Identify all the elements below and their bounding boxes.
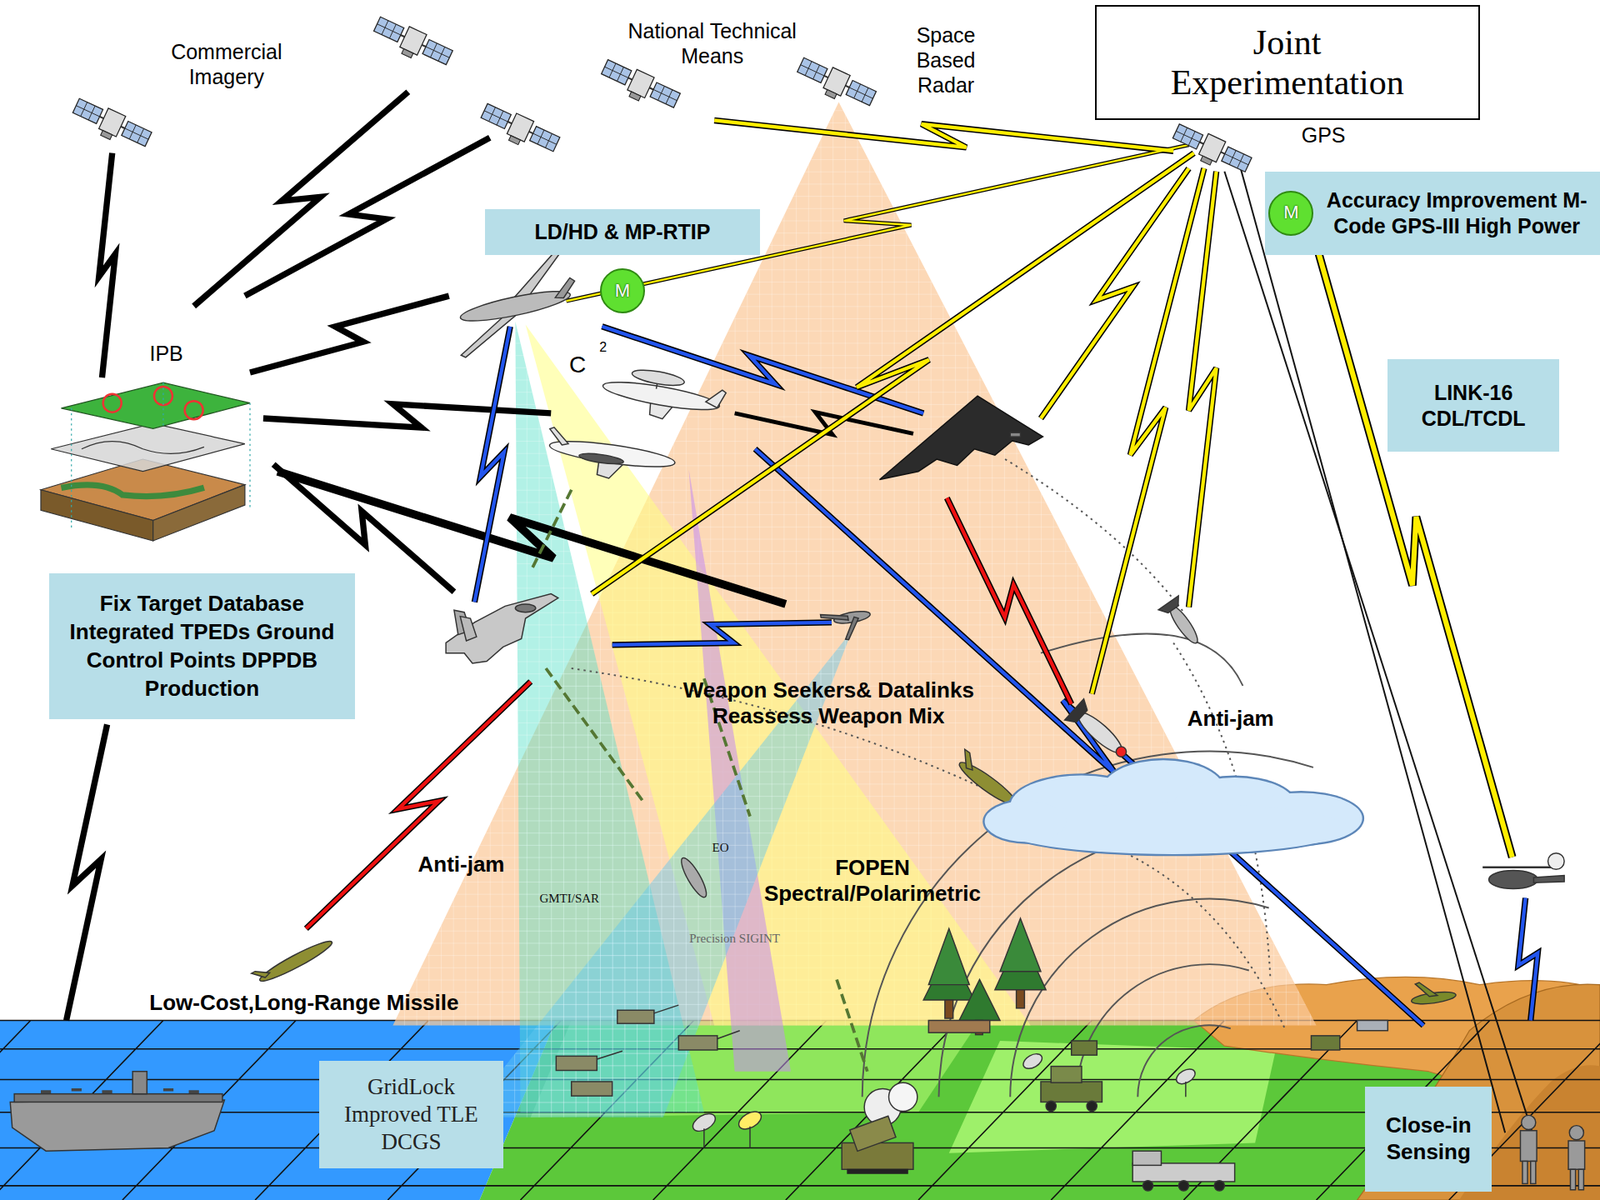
milestone-circle: M <box>1268 190 1314 236</box>
capability-note: Weapon Seekers& Datalinks Reassess Weapo… <box>640 677 1016 730</box>
callout-box: Accuracy Improvement M-Code GPS-III High… <box>1265 171 1600 255</box>
milestone-circle: M <box>600 268 645 314</box>
node-text: LINK-16 CDL/TCDL <box>1395 380 1551 431</box>
ipb-map-layers <box>40 382 250 541</box>
emission-arcs <box>571 459 1314 1097</box>
gps-lines <box>1224 165 1535 1143</box>
sensor-label: EO <box>711 840 729 855</box>
node-text: Close-in Sensing <box>1373 1112 1484 1165</box>
munitions <box>251 595 1207 988</box>
aircraft-label: C <box>569 350 586 380</box>
node-text: Accuracy Improvement M-Code GPS-III High… <box>1318 187 1595 239</box>
callout-box: Fix Target Database Integrated TPEDs Gro… <box>49 573 355 720</box>
map-label: IPB <box>149 340 183 366</box>
callout-box: LINK-16 CDL/TCDL <box>1387 359 1560 452</box>
node-text: GridLock Improved TLE DCGS <box>327 1073 495 1156</box>
capability-note: FOPEN Spectral/Polarimetric <box>735 855 1010 907</box>
satellite-label: Space Based Radar <box>904 22 988 98</box>
capability-note: Low-Cost,Long-Range Missile <box>149 990 459 1016</box>
sensor-label: GMTI/SAR <box>539 890 600 906</box>
aircraft <box>444 248 1565 1007</box>
satellite-label: National Technical Means <box>620 18 805 69</box>
node-text: M <box>1283 201 1299 225</box>
satellite-label: GPS <box>1301 122 1346 148</box>
callout-box: GridLock Improved TLE DCGS <box>319 1060 503 1169</box>
node-text: LD/HD & MP-RTIP <box>534 219 710 245</box>
satellites <box>69 13 1254 180</box>
satellite-label: Commercial Imagery <box>164 39 290 90</box>
node-text: Fix Target Database Integrated TPEDs Gro… <box>57 590 347 703</box>
title-box: Joint Experimentation <box>1095 5 1480 120</box>
cloud <box>982 758 1365 857</box>
aircraft-label: 2 <box>599 339 607 355</box>
node-text: M <box>615 280 630 302</box>
node-text: Joint Experimentation <box>1137 22 1438 104</box>
sensor-cones <box>392 101 1316 1117</box>
callout-box: Close-in Sensing <box>1365 1086 1492 1192</box>
ground-units <box>10 918 1585 1191</box>
capability-note: Anti-jam <box>417 851 505 878</box>
capability-note: Anti-jam <box>1187 705 1275 732</box>
sensor-label: Precision SIGINT <box>689 930 780 946</box>
callout-box: LD/HD & MP-RTIP <box>485 209 761 255</box>
